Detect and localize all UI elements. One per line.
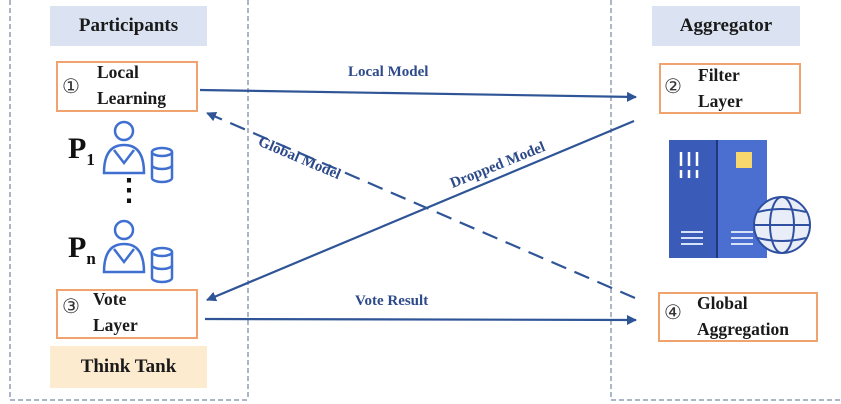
step3-vote-layer-box [56, 289, 198, 339]
participants-frame [9, 0, 249, 401]
step1-line1: Local [97, 62, 139, 82]
aggregator-header-text: Aggregator [679, 15, 773, 36]
global-model-arrow [206, 111, 636, 300]
step1-line2: Learning [97, 88, 167, 108]
participant-1-label: P1 [68, 132, 95, 169]
participant-1-icon [102, 120, 146, 175]
step3-number: ③ [62, 294, 80, 318]
dropped-model-arrow [206, 119, 635, 302]
aggregator-frame [610, 0, 841, 401]
step4-global-aggregation-box [658, 292, 818, 342]
step1-number: ① [62, 74, 80, 98]
globe-icon [753, 196, 811, 254]
vote-result-label: Vote Result [355, 293, 429, 309]
database-1-icon [150, 146, 174, 184]
participants-header-text: Participants [78, 15, 179, 36]
step1-local-learning-box [56, 61, 198, 112]
local-model-arrow [199, 88, 637, 102]
aggregator-header: Aggregator [652, 6, 800, 46]
step2-filter-layer-box [659, 63, 801, 114]
vote-result-arrow [204, 314, 637, 325]
server-icon [669, 140, 767, 258]
think-tank-label: Think Tank [50, 346, 207, 388]
ellipsis: ⋮ [114, 174, 144, 207]
local-model-label: Local Model [348, 64, 429, 80]
step2-number: ② [664, 74, 682, 98]
participant-n-icon [102, 219, 146, 274]
step4-line2: Aggregation [697, 319, 790, 339]
step3-line1: Vote [93, 289, 127, 309]
think-tank-text: Think Tank [80, 356, 177, 377]
step4-line1: Global [697, 293, 748, 313]
step4-number: ④ [664, 300, 682, 324]
participants-header: Participants [50, 6, 207, 46]
step2-line1: Filter [698, 65, 740, 85]
step2-line2: Layer [698, 91, 743, 111]
participant-n-label: Pn [68, 231, 96, 268]
step3-line2: Layer [93, 315, 138, 335]
database-n-icon [150, 246, 174, 284]
